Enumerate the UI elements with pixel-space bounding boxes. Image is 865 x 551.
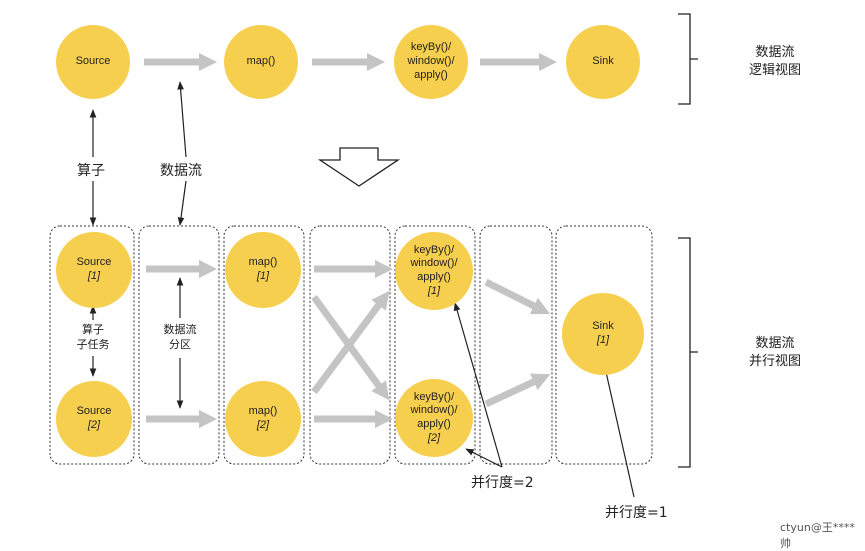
node-label: Sink xyxy=(592,320,614,333)
label-parallel-view: 数据流 并行视图 xyxy=(748,336,801,369)
column-source xyxy=(49,225,135,465)
node-label: keyBy()/ window()/ apply() xyxy=(410,390,458,431)
node-label: map() xyxy=(248,256,278,269)
node-label: Source xyxy=(76,256,112,269)
parallel-view-bracket xyxy=(678,237,698,468)
pointer-dataflow-down xyxy=(177,180,187,226)
node-map-1: map()[1] xyxy=(225,232,301,308)
node-map-2: map()[2] xyxy=(225,381,301,457)
pointer-parallelism1-sink xyxy=(602,362,635,498)
label-logical-view: 数据流 逻辑视图 xyxy=(748,45,801,78)
node-index: [2] xyxy=(427,431,441,444)
node-source-2: Source[2] xyxy=(56,381,132,457)
node-label: Source xyxy=(76,405,112,418)
pointer-lines xyxy=(89,81,635,498)
label-partition: 数据流 分区 xyxy=(163,323,197,352)
node-keyby: keyBy()/ window()/ apply() xyxy=(394,25,468,99)
node-index: [1] xyxy=(87,270,101,282)
diagram-canvas xyxy=(49,13,698,498)
node-keyby-1: keyBy()/ window()/ apply()[1] xyxy=(395,232,473,310)
node-label: keyBy()/ window()/ apply() xyxy=(410,243,458,284)
node-index: [2] xyxy=(256,419,270,431)
pointer-parallelism2-keyby2 xyxy=(465,448,503,468)
logical-view-bracket xyxy=(678,13,698,105)
column-keyby xyxy=(394,225,476,465)
pointer-parallelism2-keyby1 xyxy=(453,302,503,468)
pointer-dataflow-up xyxy=(177,81,187,158)
label-dataflow: 数据流 xyxy=(160,163,202,179)
label-parallelism-1: 并行度=1 xyxy=(605,505,668,521)
node-label: map() xyxy=(246,55,276,68)
node-index: [1] xyxy=(596,334,610,346)
task-slot-columns xyxy=(49,225,653,465)
column-sink xyxy=(555,225,653,465)
node-index: [1] xyxy=(427,284,441,297)
parallel-flow-arrows xyxy=(146,259,551,429)
transform-down-arrow-icon xyxy=(317,147,401,187)
node-map: map() xyxy=(224,25,298,99)
label-parallelism-2: 并行度=2 xyxy=(471,475,534,491)
column-partition-3 xyxy=(479,225,553,465)
node-keyby-2: keyBy()/ window()/ apply()[2] xyxy=(395,379,473,457)
node-index: [2] xyxy=(87,419,101,431)
arrow-map1-keyby2 xyxy=(311,294,390,401)
node-label: keyBy()/ window()/ apply() xyxy=(407,41,455,81)
arrow-keyby1-sink xyxy=(484,278,551,315)
label-operator: 算子 xyxy=(77,163,105,179)
watermark: ctyun@王****帅 xyxy=(780,521,855,550)
node-source: Source xyxy=(56,25,130,99)
column-partition-1 xyxy=(138,225,220,465)
node-label: Sink xyxy=(592,55,614,68)
node-sink: Sink xyxy=(566,25,640,99)
node-source-1: Source[1] xyxy=(56,232,132,308)
node-label: Source xyxy=(75,55,111,68)
label-subtask: 算子 子任务 xyxy=(76,323,110,352)
column-partition-2 xyxy=(309,225,391,465)
arrow-keyby2-sink xyxy=(484,373,551,408)
node-index: [1] xyxy=(256,270,270,282)
node-sink-1: Sink[1] xyxy=(562,293,644,375)
column-map xyxy=(223,225,305,465)
node-label: map() xyxy=(248,405,278,418)
